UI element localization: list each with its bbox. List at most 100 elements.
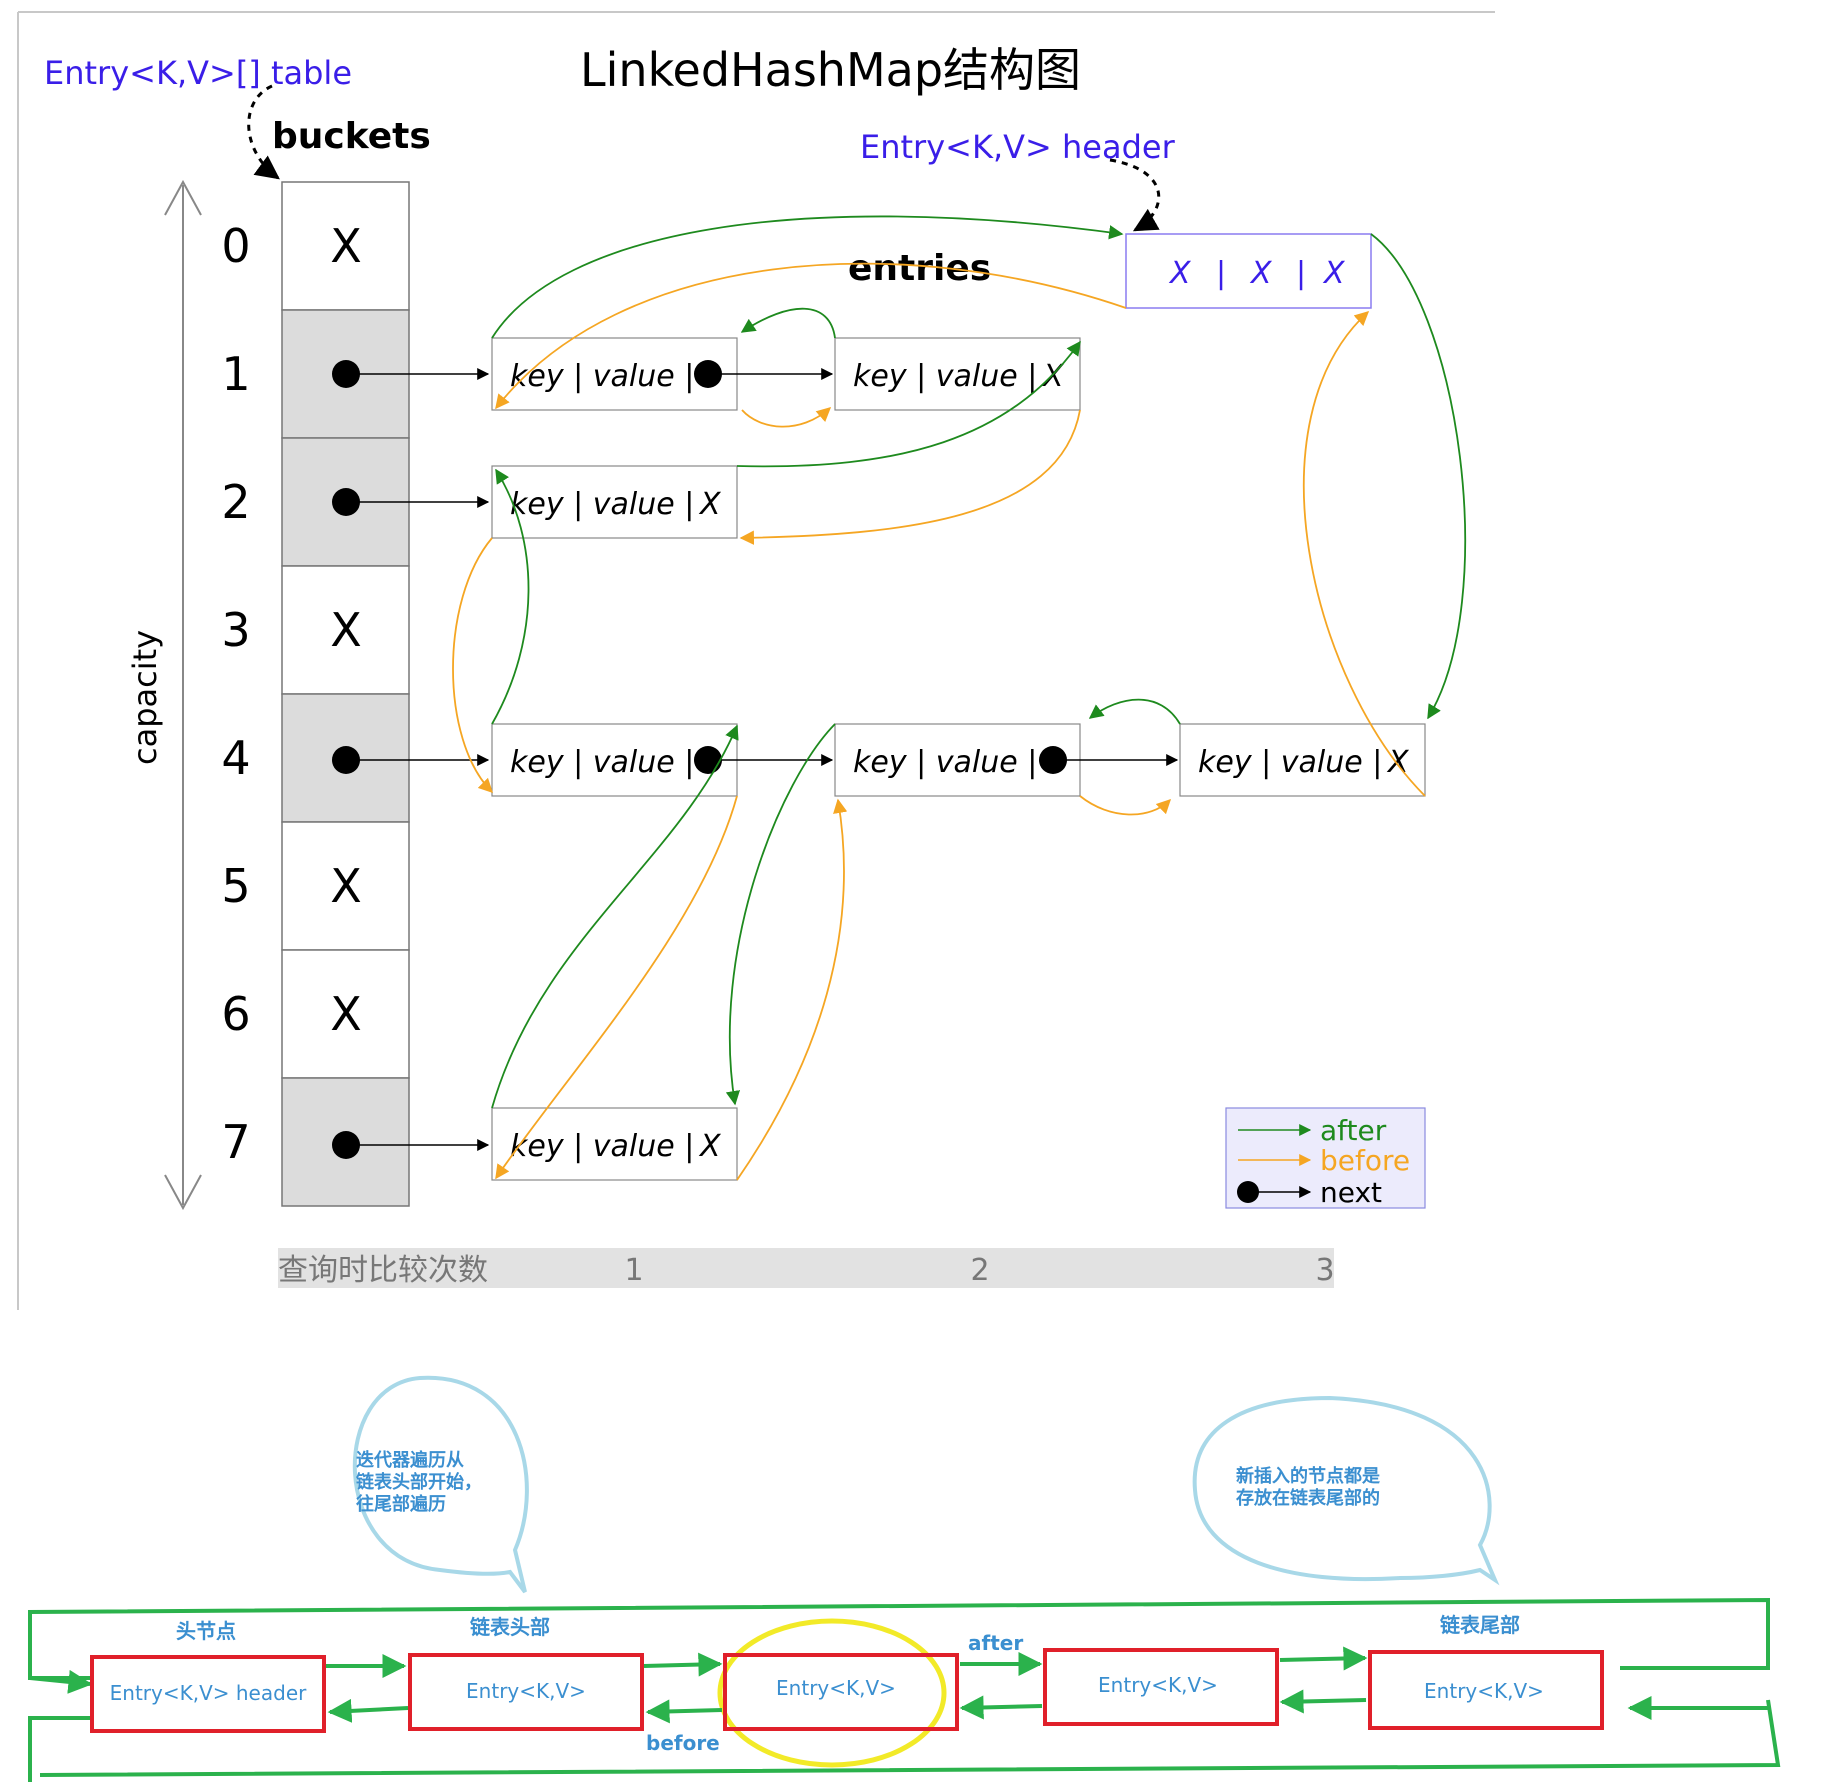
before-link-3 [739, 409, 1081, 545]
bucket-index-0: 0 [221, 219, 250, 273]
after-link-7 [1088, 698, 1181, 725]
bubble-left [352, 1375, 529, 1594]
before-link-7 [1079, 795, 1172, 816]
before-link-6 [736, 798, 848, 1181]
entry-7a-text: key | value | [510, 1129, 694, 1164]
after-link-5 [491, 724, 739, 1109]
entry-7a-null: X [698, 1129, 722, 1164]
before-links [452, 262, 1426, 1181]
node-before-1 [327, 1698, 409, 1723]
header-sep-1: | [1216, 256, 1226, 291]
node-before-2 [645, 1699, 723, 1724]
after-link-1 [491, 215, 1124, 339]
capacity-label: capacity [126, 630, 164, 765]
after-link-3 [736, 340, 1081, 468]
header-sep-2: | [1296, 256, 1306, 291]
capacity-axis-arrow-up [164, 179, 202, 216]
node-text-header: Entry<K,V> header [110, 1681, 307, 1705]
entry-2a-text: key | value | [510, 487, 694, 522]
buckets-label: buckets [272, 116, 431, 157]
entry-4c-text: key | value | [1198, 745, 1382, 780]
node-title-list-head: 链表头部 [470, 1615, 550, 1639]
node-links [326, 1646, 1368, 1724]
bubble-left-line-3: 往尾部遍历 [356, 1493, 446, 1515]
before-link-4 [452, 537, 494, 794]
node-text-1: Entry<K,V> [466, 1679, 586, 1703]
after-link-2 [740, 307, 836, 339]
node-box-header [90, 1655, 326, 1733]
header-cell-1: X [1168, 256, 1192, 291]
capacity-axis-arrow-down [164, 1174, 202, 1211]
entry-4c [1179, 723, 1426, 797]
bubble-left-line-1: 迭代器遍历从 [356, 1449, 464, 1471]
bucket-index-4: 4 [221, 731, 250, 785]
outer-loop-top [28, 1597, 1770, 1680]
entry-7a [491, 1107, 738, 1181]
query-step-1: 1 [624, 1253, 643, 1288]
node-boxes [90, 1648, 1604, 1733]
highlight-ellipse [717, 1618, 947, 1768]
header-pointer-arrow [1109, 158, 1161, 232]
node-text-2: Entry<K,V> [776, 1676, 896, 1700]
header-cell-2: X [1249, 256, 1273, 291]
query-bar-label: 查询时比较次数 [278, 1253, 488, 1288]
node-text-4: Entry<K,V> [1424, 1679, 1544, 1703]
entry-1a-text: key | value | [510, 359, 694, 394]
entry-1b [834, 337, 1081, 411]
legend-next-label: next [1320, 1176, 1382, 1209]
loop-into-header-arrow [29, 1669, 93, 1694]
legend: after before next [1225, 1107, 1426, 1209]
entries-label: entries [848, 248, 991, 289]
bubble-right-line-1: 新插入的节点都是 [1236, 1465, 1380, 1487]
after-links [491, 215, 1466, 1109]
bucket-index-2: 2 [221, 475, 250, 529]
before-link-2 [741, 407, 832, 428]
bucket-cell-3 [281, 565, 410, 695]
node-after-4 [1279, 1646, 1368, 1671]
node-title-list-tail: 链表尾部 [1440, 1613, 1520, 1637]
bucket-pointers [332, 360, 490, 1159]
node-box-3 [1043, 1648, 1279, 1726]
bucket-index-3: 3 [221, 603, 250, 657]
entry-next-pointers [694, 360, 1179, 774]
legend-before-label: before [1320, 1144, 1410, 1177]
outer-loop-bottom [39, 1699, 1781, 1777]
entry-2a [491, 465, 738, 539]
node-box-4 [1368, 1650, 1604, 1730]
after-link-4 [491, 468, 530, 725]
entry-4a-text: key | value | [510, 745, 694, 780]
node-text-3: Entry<K,V> [1098, 1673, 1218, 1697]
query-bar-bg [278, 1248, 1334, 1288]
bubble-left-line-2: 链表头部开始， [356, 1471, 482, 1493]
query-step-3: 3 [1315, 1253, 1334, 1288]
bucket-index-1: 1 [221, 347, 250, 401]
bubble-right-line-2: 存放在链表尾部的 [1236, 1487, 1380, 1509]
after-link-6 [725, 723, 836, 1106]
bucket-value-0: X [330, 219, 362, 273]
bucket-cell-0 [281, 181, 410, 311]
entry-boxes [491, 337, 1426, 1181]
entry-2a-null: X [698, 487, 722, 522]
bucket-value-6: X [330, 987, 362, 1041]
bucket-cell-6 [281, 949, 410, 1079]
entry-1b-text: key | value | [853, 359, 1037, 394]
bucket-value-5: X [330, 859, 362, 913]
node-title-head: 头节点 [176, 1619, 236, 1643]
node-before-4 [1279, 1689, 1367, 1714]
before-label: before [646, 1731, 720, 1755]
node-box-1 [408, 1653, 644, 1731]
node-box-2 [723, 1653, 959, 1731]
header-entry [1125, 233, 1372, 309]
table-pointer-arrow [247, 84, 280, 180]
query-count-bar: 查询时比较次数 1 2 3 [278, 1248, 1335, 1288]
table-label: Entry<K,V>[] table [44, 54, 352, 92]
before-link-1 [495, 262, 1127, 410]
bucket-index-6: 6 [221, 987, 250, 1041]
bucket-cell-5 [281, 821, 410, 951]
query-step-2: 2 [970, 1253, 989, 1288]
bucket-index-7: 7 [221, 1115, 250, 1169]
header-label: Entry<K,V> header [860, 128, 1176, 166]
diagram-title: LinkedHashMap结构图 [580, 43, 1081, 97]
bucket-column [281, 181, 410, 1207]
outer-loop-bottom-left [28, 1716, 92, 1782]
